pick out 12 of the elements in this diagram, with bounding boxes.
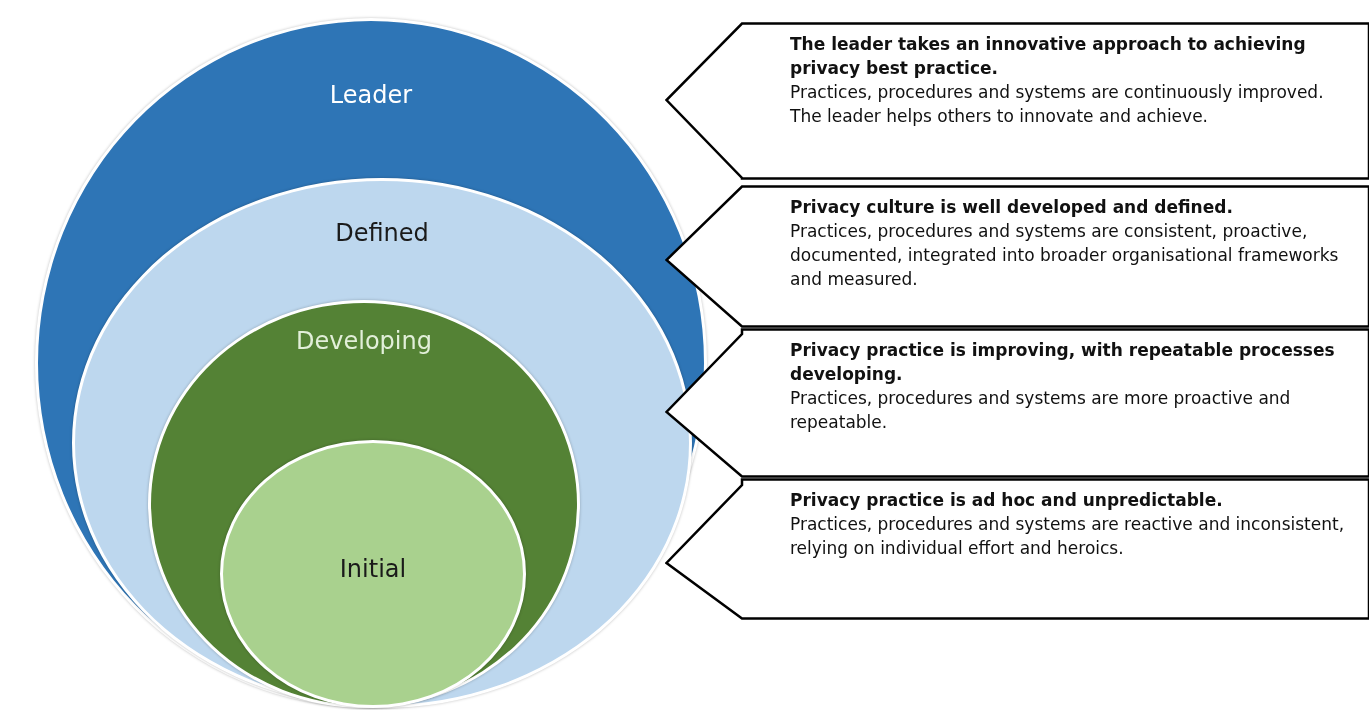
level-label: Initial bbox=[338, 555, 408, 583]
callout-text: Practices, procedures and systems are reactive and inconsistent, relying on individual effort and heroics. bbox=[790, 513, 1346, 560]
callout-text: Practices, procedures and systems are more proactive and repeatable. bbox=[790, 387, 1292, 434]
callout-text: Practices, procedures and systems are continuously improved. The leader helps others to innovate and achieve. bbox=[790, 81, 1325, 128]
level-label: Leader bbox=[328, 81, 414, 109]
callout-heading: The leader takes an innovative approach to achieving privacy best practice. bbox=[790, 33, 1307, 80]
level-label: Defined bbox=[334, 219, 430, 247]
callout-heading: Privacy practice is improving, with repeatable processes developing. bbox=[790, 339, 1336, 386]
callout-heading: Privacy practice is ad hoc and unpredictable. bbox=[790, 489, 1224, 512]
level-label: Developing bbox=[295, 327, 433, 355]
callout-heading: Privacy culture is well developed and defined. bbox=[790, 196, 1234, 219]
callout-text: Practices, procedures and systems are consistent, proactive, documented, integrated into broader organisational frameworks and measured. bbox=[790, 220, 1340, 291]
